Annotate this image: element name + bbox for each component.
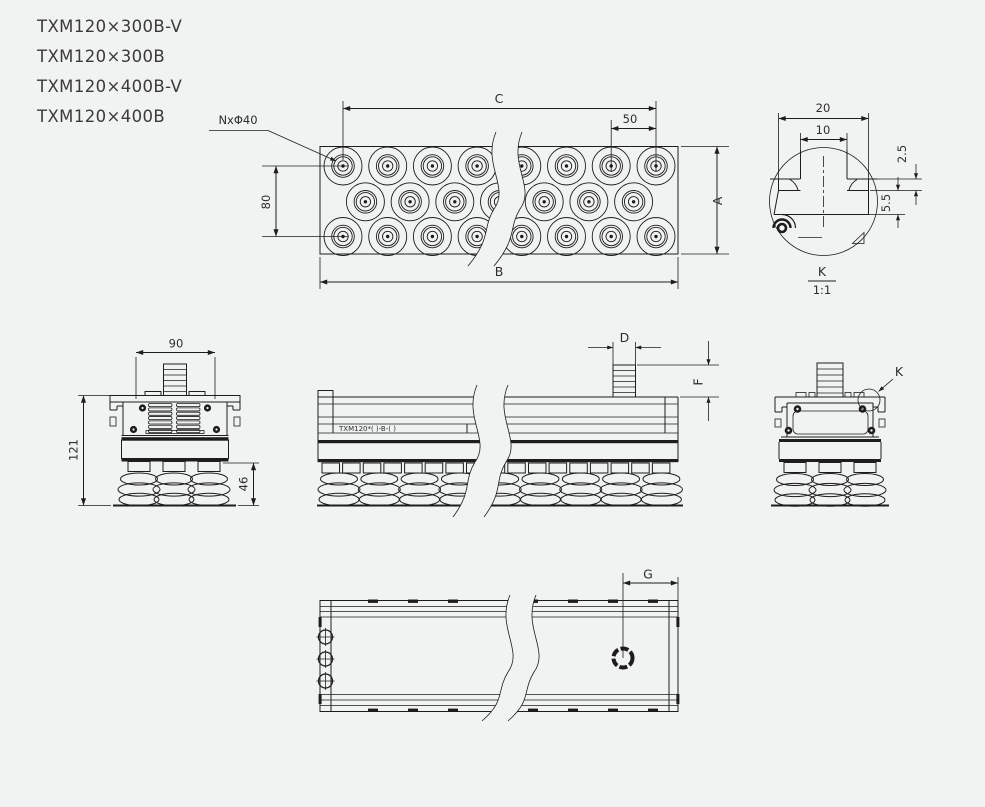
- dim-a: A: [681, 146, 729, 255]
- product-model: TXM120×300B-V: [37, 17, 183, 36]
- mounting-screws: [316, 628, 335, 690]
- pin-detail: [776, 222, 788, 234]
- dim-80-label: 80: [259, 195, 273, 210]
- cavity-outline: [792, 410, 869, 435]
- top-plate: [109, 391, 241, 403]
- spring-stack: [145, 403, 205, 434]
- suction-cup: [412, 146, 452, 186]
- front-view: TXM120*( )-B-( ): [317, 330, 719, 518]
- dim-50: 50: [610, 112, 656, 172]
- side-view: 90 121 46: [67, 337, 259, 507]
- screws: [784, 405, 876, 435]
- hose-fitting: [816, 362, 844, 398]
- t-slot-profile: [770, 150, 878, 244]
- bellows-cups: [771, 462, 889, 507]
- body-marking-label: TXM120*( )-B-( ): [338, 425, 396, 433]
- product-model: TXM120×400B: [37, 107, 166, 126]
- dim-c-label: C: [495, 91, 504, 106]
- suction-cup: [412, 217, 452, 256]
- suction-cup: [614, 182, 654, 222]
- chamfer-mark: [851, 231, 865, 244]
- dim-c: C: [342, 91, 657, 172]
- hose-fitting: [163, 363, 187, 396]
- suction-cup: [569, 182, 609, 222]
- callout-circle: [857, 388, 881, 412]
- hose-fitting: [612, 364, 636, 398]
- suction-cup: [547, 146, 586, 186]
- hole-callout: NxΦ40: [209, 113, 337, 162]
- detail-k-callout: K: [857, 364, 904, 412]
- dim-121-label: 121: [67, 439, 81, 461]
- suction-cup: [591, 217, 631, 256]
- detail-k-view: 20 10 2.5 5.5 K 1:1: [769, 101, 922, 297]
- end-cap-tab: [317, 390, 334, 398]
- screws: [129, 404, 221, 434]
- dim-b: B: [319, 257, 679, 289]
- suction-cup: [345, 182, 385, 222]
- detail-boundary-circle: [769, 147, 878, 256]
- dim-d-label: D: [620, 330, 630, 345]
- dim-5-5-label: 5.5: [879, 194, 893, 212]
- dim-f: F: [637, 341, 719, 421]
- dim-5-5: 5.5: [868, 177, 905, 228]
- product-model: TXM120×300B: [37, 47, 166, 66]
- dim-f-label: F: [691, 378, 706, 385]
- dim-10-label: 10: [816, 123, 831, 137]
- suction-cup: [457, 146, 497, 186]
- dim-90-label: 90: [169, 337, 184, 351]
- dim-20-label: 20: [816, 101, 831, 115]
- dim-row-spacing: 80: [259, 165, 348, 237]
- detail-k-scale-label: 1:1: [813, 283, 832, 297]
- suction-cup: [368, 217, 408, 256]
- product-model: TXM120×400B-V: [37, 77, 183, 96]
- dim-46-label: 46: [237, 477, 251, 492]
- dim-10: 10: [800, 123, 848, 150]
- body-profile: [109, 402, 241, 462]
- dim-b-label: B: [495, 264, 504, 279]
- suction-cup: [390, 182, 430, 222]
- edge-slot-marks: [318, 599, 680, 712]
- dim-20: 20: [778, 101, 869, 179]
- detail-k-title: K 1:1: [808, 264, 836, 297]
- detail-k-title-label: K: [818, 264, 827, 279]
- dim-90: 90: [135, 337, 216, 399]
- break-line: [452, 384, 512, 518]
- bellows-row: [317, 472, 683, 507]
- suction-cup: [368, 146, 408, 186]
- dim-46: 46: [223, 462, 259, 506]
- end-view: K: [771, 362, 904, 507]
- break-line: [467, 131, 526, 267]
- suction-cup: [547, 217, 586, 256]
- bellows-cups: [113, 461, 236, 507]
- dim-g-label: G: [643, 567, 653, 582]
- suction-cup: [435, 182, 475, 222]
- dim-121: 121: [67, 395, 112, 506]
- break-line: [481, 594, 540, 722]
- dim-g: G: [622, 567, 679, 658]
- dim-50-label: 50: [623, 112, 638, 126]
- top-view: 80 NxΦ40 C 50 A: [209, 91, 729, 289]
- body-profile: [774, 397, 886, 462]
- top-plate: [775, 392, 885, 404]
- dim-d: D: [588, 330, 661, 365]
- suction-cup: [524, 182, 564, 222]
- dim-2-5: 2.5: [870, 145, 922, 205]
- product-model-list: TXM120×300B-V TXM120×300B TXM120×400B-V …: [37, 12, 182, 132]
- bottom-view: G: [316, 567, 680, 722]
- suction-cup: [636, 217, 676, 256]
- dim-a-label: A: [710, 196, 725, 205]
- hole-callout-label: NxΦ40: [218, 113, 257, 127]
- dim-2-5-label: 2.5: [895, 145, 909, 163]
- detail-k-ref-label: K: [895, 364, 904, 379]
